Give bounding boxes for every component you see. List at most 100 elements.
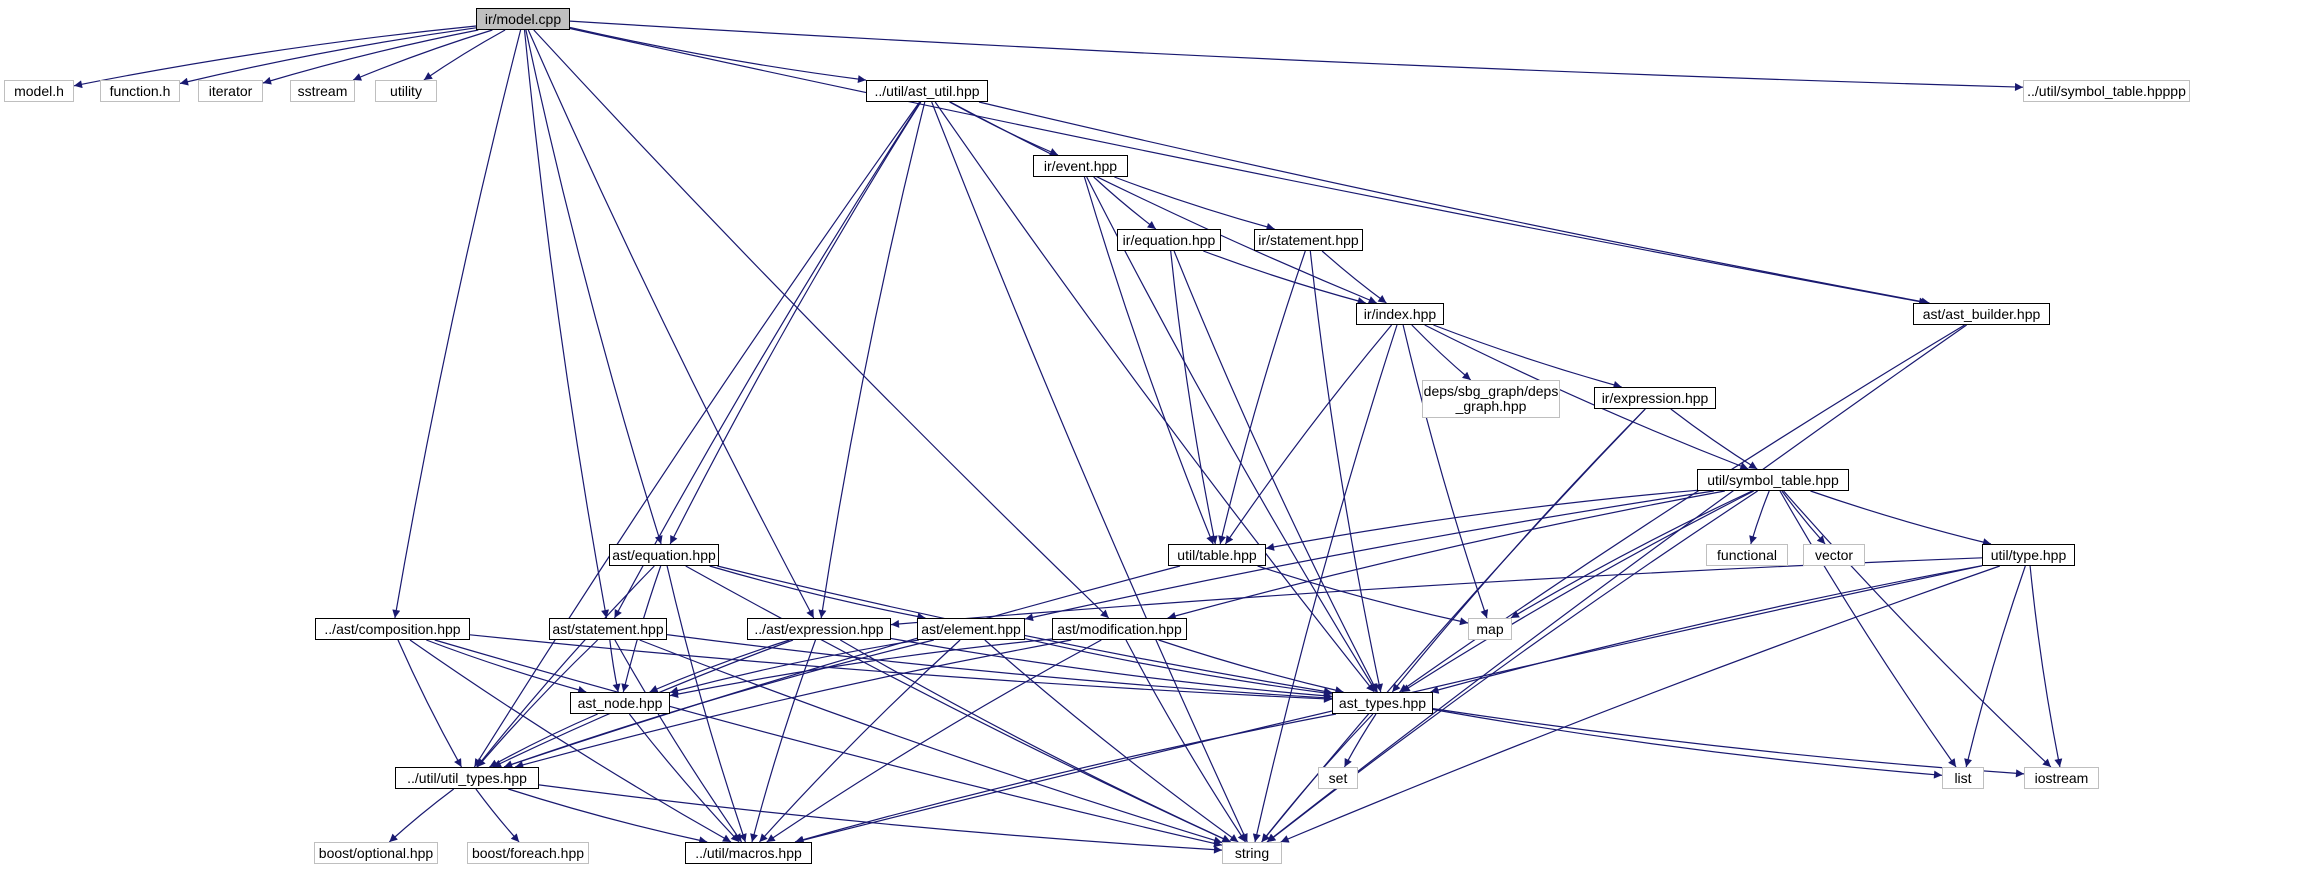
- node-util-types[interactable]: ../util/util_types.hpp: [395, 767, 539, 789]
- edge-util_table-to-map: [1257, 565, 1469, 626]
- node-ast-expression[interactable]: ../ast/expression.hpp: [747, 618, 891, 640]
- node-map: map: [1468, 618, 1512, 640]
- node-util-type[interactable]: util/type.hpp: [1982, 544, 2075, 566]
- edge-ast_composition-to-ast_node: [426, 639, 587, 694]
- edge-model_cpp-to-symbol_table_hpppp: [569, 20, 2024, 91]
- edge-index-to-map: [1402, 324, 1489, 619]
- node-ast-modification[interactable]: ast/modification.hpp: [1052, 618, 1187, 640]
- edge-index-to-util_table: [1224, 324, 1393, 545]
- node-event[interactable]: ir/event.hpp: [1033, 155, 1128, 177]
- node-index[interactable]: ir/index.hpp: [1356, 303, 1444, 325]
- node-ast-util[interactable]: ../util/ast_util.hpp: [866, 80, 988, 102]
- edge-index-to-symbol_table: [1424, 324, 1749, 470]
- edge-ast_util-to-util_types: [473, 101, 921, 768]
- edge-symbol_table-to-list: [1779, 490, 1957, 768]
- edge-symbol_table-to-ast_types: [1401, 490, 1754, 693]
- edge-ast_equation-to-ast_element: [709, 565, 926, 621]
- edge-ast_modification-to-ast_types: [1158, 639, 1344, 695]
- node-boost-optional: boost/optional.hpp: [314, 842, 438, 864]
- edge-ast_types-to-list: [1432, 708, 1943, 779]
- edge-ast_expression-to-string: [839, 639, 1231, 843]
- edge-symbol_table-to-map: [1510, 490, 1753, 619]
- node-ast-equation[interactable]: ast/equation.hpp: [609, 544, 719, 566]
- edge-util_type-to-ast_expression: [890, 557, 1983, 628]
- edge-statement_ir-to-util_table: [1218, 250, 1306, 545]
- edge-event-to-ast_types: [1086, 176, 1377, 693]
- node-set: set: [1318, 767, 1358, 789]
- edge-index-to-expression_ir: [1433, 324, 1622, 389]
- node-model-cpp[interactable]: ir/model.cpp: [476, 8, 570, 30]
- edge-ast_modification-to-macros: [766, 639, 1102, 843]
- node-util-table[interactable]: util/table.hpp: [1168, 544, 1266, 566]
- edge-event-to-util_table: [1083, 176, 1214, 545]
- node-statement-ir[interactable]: ir/statement.hpp: [1254, 229, 1363, 251]
- edge-model_cpp-to-ast_expression: [527, 29, 815, 619]
- node-iterator: iterator: [198, 80, 263, 102]
- edge-ast_element-to-macros: [758, 639, 961, 843]
- node-vector: vector: [1803, 544, 1865, 566]
- edge-symbol_table-to-util_type: [1810, 490, 1992, 547]
- node-ast-builder[interactable]: ast/ast_builder.hpp: [1913, 303, 2050, 325]
- edge-model_cpp-to-function_h: [179, 27, 477, 86]
- edge-ast_element-to-ast_types: [1024, 638, 1333, 697]
- edge-ast_util-to-index: [950, 101, 1377, 304]
- edge-ast_types-to-set: [1343, 713, 1377, 768]
- node-ast-composition[interactable]: ../ast/composition.hpp: [315, 618, 470, 640]
- edge-ast_statement-to-macros: [614, 639, 743, 843]
- edge-util_type-to-string: [1280, 565, 2000, 843]
- edge-ast_util-to-string: [931, 101, 1248, 843]
- edge-statement_ir-to-index: [1321, 250, 1387, 304]
- node-list: list: [1942, 767, 1984, 789]
- edge-model_cpp-to-ast_util: [569, 26, 867, 84]
- edge-ast_modification-to-util_types: [515, 639, 1072, 769]
- edge-ast_util-to-ast_equation: [669, 101, 922, 545]
- edge-ast_node-to-macros: [628, 713, 740, 843]
- edge-ast_util-to-ast_builder: [978, 101, 1930, 306]
- edge-symbol_table-to-vector: [1781, 490, 1826, 545]
- edge-ast_util-to-ast_expression: [818, 101, 926, 619]
- node-ast-node[interactable]: ast_node.hpp: [570, 692, 670, 714]
- edge-util_types-to-boost_foreach: [475, 788, 520, 843]
- node-symbol-table[interactable]: util/symbol_table.hpp: [1697, 469, 1849, 491]
- node-iostream: iostream: [2024, 767, 2099, 789]
- node-expression-ir[interactable]: ir/expression.hpp: [1594, 387, 1716, 409]
- node-deps-graph: deps/sbg_graph/deps _graph.hpp: [1422, 380, 1560, 418]
- edge-ast_composition-to-util_types: [397, 639, 463, 768]
- edge-ast_statement-to-ast_types: [666, 634, 1333, 702]
- edge-symbol_table-to-functional: [1749, 490, 1770, 545]
- edge-ast_modification-to-ast_node: [669, 638, 1053, 698]
- node-equation-ir[interactable]: ir/equation.hpp: [1117, 229, 1221, 251]
- edge-ast_modification-to-string: [1125, 639, 1247, 843]
- edge-ast_statement-to-string: [639, 639, 1223, 845]
- node-ast-element[interactable]: ast/element.hpp: [917, 618, 1025, 640]
- edge-ast_element-to-util_types: [504, 639, 934, 769]
- edge-ast_types-to-macros: [794, 713, 1337, 844]
- edge-equation_ir-to-ast_types: [1173, 250, 1378, 693]
- edge-ast_composition-to-ast_types: [469, 634, 1333, 703]
- node-function-h: function.h: [100, 80, 180, 102]
- edge-ast_equation-to-string: [685, 565, 1231, 843]
- node-macros[interactable]: ../util/macros.hpp: [685, 842, 812, 864]
- edge-model_cpp-to-iterator: [262, 29, 479, 85]
- node-model-h: model.h: [4, 80, 74, 102]
- edge-util_type-to-iostream: [2029, 565, 2063, 768]
- node-ast-statement[interactable]: ast/statement.hpp: [549, 618, 667, 640]
- node-symbol-table-hpppp: ../util/symbol_table.hpppp: [2023, 80, 2190, 102]
- edge-util_types-to-string: [538, 784, 1223, 854]
- edge-symbol_table-to-util_table: [1265, 489, 1698, 551]
- edge-ast_node-to-util_types: [489, 713, 598, 768]
- edge-ast_element-to-string: [984, 639, 1239, 843]
- edge-model_cpp-to-model_h: [73, 25, 477, 89]
- edge-ast_builder-to-string: [1266, 324, 1967, 843]
- edge-ast_expression-to-ast_node: [649, 639, 790, 693]
- node-utility: utility: [375, 80, 437, 102]
- node-functional: functional: [1706, 544, 1788, 566]
- edge-equation_ir-to-util_table: [1170, 250, 1218, 545]
- node-ast-types[interactable]: ast_types.hpp: [1332, 692, 1433, 714]
- edge-ast_statement-to-ast_node: [609, 639, 621, 693]
- edge-util_types-to-macros: [508, 788, 708, 845]
- edge-equation_ir-to-index: [1203, 250, 1366, 305]
- edge-expression_ir-to-symbol_table: [1670, 408, 1758, 470]
